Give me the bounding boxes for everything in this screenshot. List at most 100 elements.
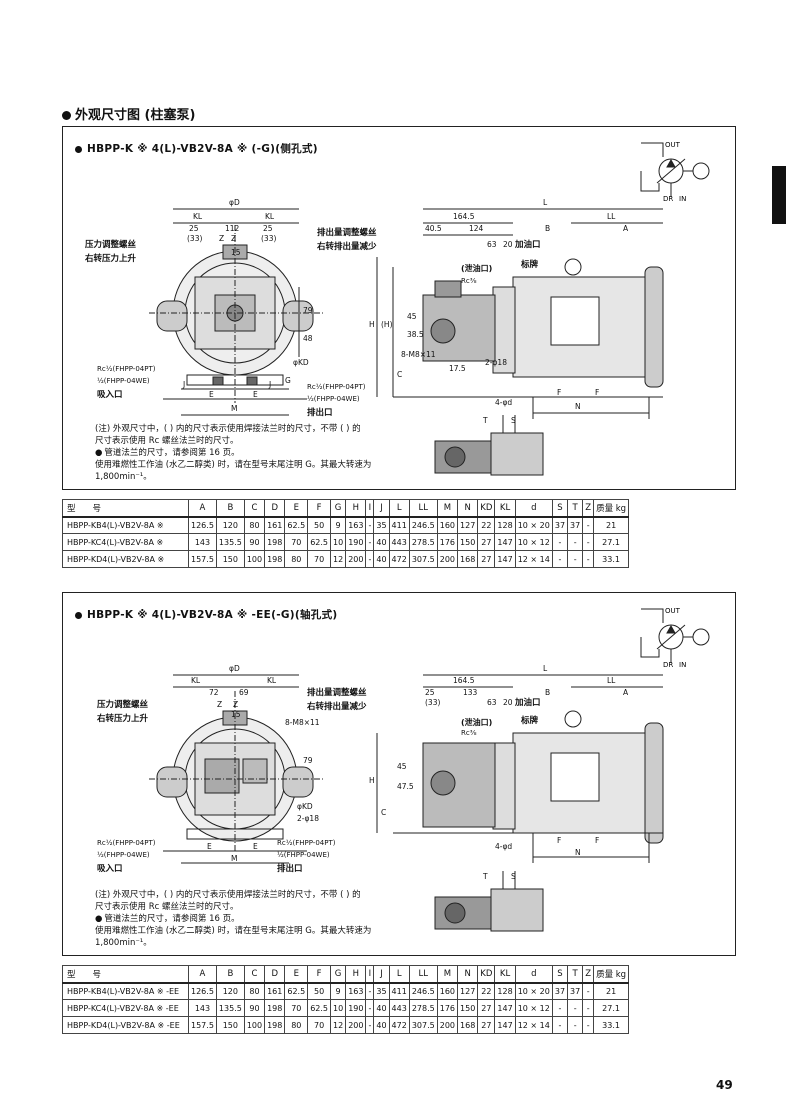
note-line: 管道法兰的尺寸，请参阅第 16 页。 bbox=[95, 913, 371, 925]
table-cell: 160 bbox=[436, 515, 459, 534]
table-cell: 168 bbox=[457, 550, 479, 568]
table-cell: - bbox=[567, 550, 584, 568]
table-cell: 21 bbox=[593, 981, 630, 1000]
table-cell: - bbox=[582, 533, 595, 551]
col-header: KD bbox=[477, 965, 496, 983]
table-cell: 198 bbox=[264, 999, 286, 1017]
table-cell: - bbox=[365, 550, 375, 568]
table-cell: 70 bbox=[307, 550, 331, 568]
table-cell: 10 × 20 bbox=[514, 515, 553, 534]
col-header: L bbox=[388, 965, 410, 983]
table-cell: 80 bbox=[243, 515, 266, 534]
col-header: M bbox=[436, 965, 459, 983]
table-cell: - bbox=[365, 1016, 375, 1034]
table-cell: - bbox=[582, 999, 595, 1017]
table-cell: 33.1 bbox=[593, 550, 630, 568]
table-cell: 200 bbox=[345, 1016, 367, 1034]
bullet-icon bbox=[75, 611, 82, 619]
table-cell: 70 bbox=[284, 999, 309, 1017]
col-header: G bbox=[329, 965, 347, 983]
table-cell: 411 bbox=[388, 981, 410, 1000]
col-header: Z bbox=[582, 499, 595, 517]
table-cell: 163 bbox=[345, 981, 367, 1000]
table-cell: 27 bbox=[477, 1016, 496, 1034]
table-cell: 100 bbox=[243, 1016, 266, 1034]
table-cell: 62.5 bbox=[307, 533, 331, 551]
notes-block: (注) 外观尺寸中，( ) 内的尺寸表示使用焊接法兰时的尺寸，不带 ( ) 的 … bbox=[95, 423, 371, 483]
note-line: 1,800min⁻¹。 bbox=[95, 472, 152, 482]
table-cell: 40 bbox=[373, 1016, 390, 1034]
table-cell: 10 bbox=[329, 533, 347, 551]
col-header: LL bbox=[408, 499, 438, 517]
table-cell: 21 bbox=[593, 515, 630, 534]
table-cell: 168 bbox=[457, 1016, 479, 1034]
spec-table-side-port: 型 号 A B C D E F G H I J L LL M N KD KL d… bbox=[62, 499, 630, 568]
table-cell: - bbox=[582, 981, 595, 1000]
table-cell: 50 bbox=[307, 515, 331, 534]
col-header: T bbox=[567, 965, 584, 983]
note-line: 1,800min⁻¹。 bbox=[95, 938, 152, 948]
col-header: A bbox=[188, 499, 217, 517]
table-cell: 147 bbox=[494, 533, 516, 551]
col-header: B bbox=[215, 965, 245, 983]
table-cell: 12 × 14 bbox=[514, 550, 553, 568]
table-cell: 35 bbox=[373, 515, 390, 534]
table-cell: - bbox=[365, 515, 375, 534]
table-cell: 37 bbox=[551, 515, 569, 534]
table-cell: 10 bbox=[329, 999, 347, 1017]
col-header: 型 号 bbox=[62, 499, 189, 517]
table-cell: 22 bbox=[477, 515, 496, 534]
col-header: N bbox=[457, 499, 479, 517]
table-cell: 35 bbox=[373, 981, 390, 1000]
table-cell: 70 bbox=[307, 1016, 331, 1034]
table-cell: 307.5 bbox=[408, 1016, 438, 1034]
table-cell: 50 bbox=[307, 981, 331, 1000]
table-cell: 472 bbox=[388, 1016, 410, 1034]
table-cell: 198 bbox=[264, 1016, 286, 1034]
table-cell: 9 bbox=[329, 981, 347, 1000]
symbol-dr-label: DR bbox=[663, 661, 673, 669]
table-cell: 27 bbox=[477, 550, 496, 568]
col-header: d bbox=[514, 965, 553, 983]
table-cell: 128 bbox=[494, 981, 516, 1000]
table-cell: - bbox=[365, 533, 375, 551]
table-cell: 90 bbox=[243, 999, 266, 1017]
table-cell: 190 bbox=[345, 533, 367, 551]
table-cell: - bbox=[551, 533, 569, 551]
table-cell: 150 bbox=[215, 1016, 245, 1034]
hydraulic-symbol-icon: OUT IN DR bbox=[640, 141, 710, 203]
table-cell: 246.5 bbox=[408, 515, 438, 534]
note-line: 使用难燃性工作油 (水乙二醇类) 时，请在型号末尾注明 G。其最大转速为 bbox=[95, 926, 372, 936]
table-cell: 150 bbox=[457, 533, 479, 551]
table-cell: 176 bbox=[436, 999, 459, 1017]
table-cell: 135.5 bbox=[215, 999, 245, 1017]
table-cell: 126.5 bbox=[188, 515, 217, 534]
table-cell: 27 bbox=[477, 999, 496, 1017]
table-cell: 143 bbox=[188, 999, 217, 1017]
table-cell: 200 bbox=[436, 1016, 459, 1034]
table-cell: 37 bbox=[567, 981, 584, 1000]
section-title: 外观尺寸图 (柱塞泵) bbox=[62, 104, 195, 123]
table-cell: - bbox=[567, 1016, 584, 1034]
dimension-drawing-side-port bbox=[149, 208, 664, 476]
symbol-in-label: IN bbox=[679, 195, 686, 203]
table-cell: 12 bbox=[329, 1016, 347, 1034]
drawing-panel-side-port: HBPP-K ※ 4(L)-VB2V-8A ※ (-G)(侧孔式) OUT IN… bbox=[62, 126, 736, 490]
model-cell: HBPP-KC4(L)-VB2V-8A ※ -EE bbox=[62, 999, 189, 1017]
spec-table-shaft-port: 型 号 A B C D E F G H I J L LL M N KD KL d… bbox=[62, 965, 630, 1034]
table-cell: 80 bbox=[243, 981, 266, 1000]
table-cell: - bbox=[567, 533, 584, 551]
table-cell: 190 bbox=[345, 999, 367, 1017]
col-header: L bbox=[388, 499, 410, 517]
table-cell: - bbox=[582, 1016, 595, 1034]
table-cell: 62.5 bbox=[284, 981, 309, 1000]
col-header: d bbox=[514, 499, 553, 517]
table-cell: 40 bbox=[373, 550, 390, 568]
table-cell: - bbox=[567, 999, 584, 1017]
bullet-icon bbox=[75, 145, 82, 153]
col-header: J bbox=[373, 965, 390, 983]
table-cell: 62.5 bbox=[284, 515, 309, 534]
